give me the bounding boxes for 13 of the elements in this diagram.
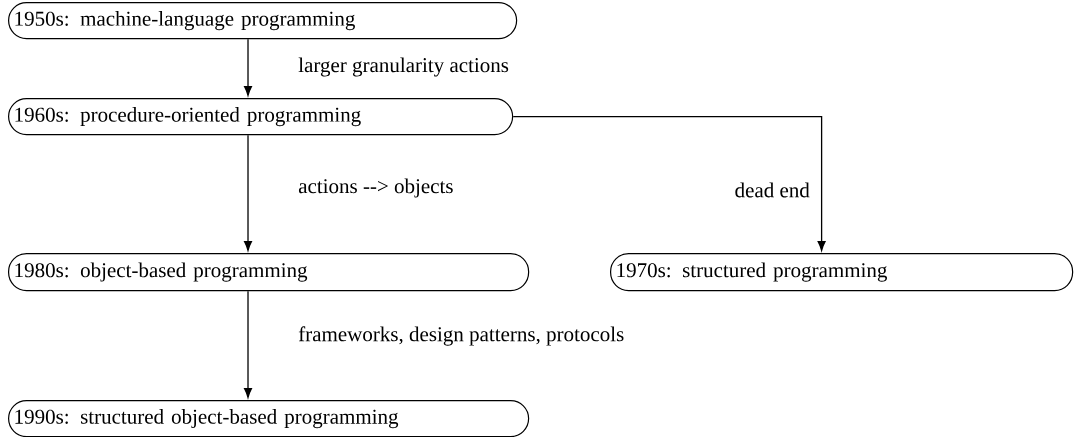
- arrow: [244, 134, 253, 251]
- edge-label: actions --> objects: [296, 176, 456, 200]
- arrow: [244, 290, 253, 398]
- rounded-box: 1960s: procedure-oriented programming: [8, 98, 514, 136]
- rounded-box: 1980s: object-based programming: [8, 253, 530, 292]
- edge-label: dead end: [732, 180, 812, 200]
- arrow: [244, 38, 253, 96]
- rounded-box: 1970s: structured programming: [610, 253, 1074, 292]
- rounded-box: 1990s: structured object-based programming: [8, 400, 530, 437]
- edge-label: frameworks, design patterns, protocols: [296, 324, 627, 348]
- edge-label: larger granularity actions: [296, 55, 511, 79]
- arrow: [512, 115, 826, 251]
- rounded-box: 1950s: machine-language programming: [8, 2, 518, 40]
